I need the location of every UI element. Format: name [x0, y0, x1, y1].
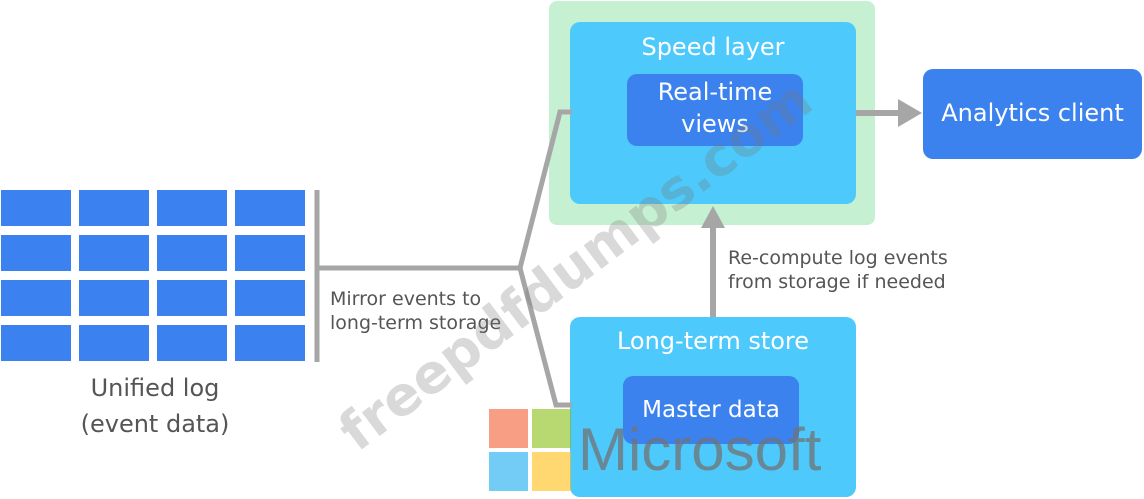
log-cell: [1, 190, 71, 226]
real-time-views-label: Real-time views: [627, 76, 803, 140]
log-cell: [79, 190, 149, 226]
log-cell: [235, 280, 305, 316]
recompute-line2: from storage if needed: [728, 271, 946, 293]
long-term-store-title: Long-term store: [616, 327, 810, 355]
mirror-events-line1: Mirror events to: [330, 288, 482, 310]
log-cell: [235, 235, 305, 271]
speed-layer-title: Speed layer: [641, 33, 785, 61]
real-time-views-line2: views: [681, 110, 749, 138]
log-cell: [79, 325, 149, 361]
microsoft-logo-square-green: [532, 409, 571, 448]
microsoft-logo-square-blue: [489, 452, 528, 491]
analytics-client-box: [923, 69, 1142, 159]
log-cell: [1, 325, 71, 361]
log-cell: [157, 235, 227, 271]
mirror-events-label: Mirror events to long-term storage: [330, 287, 501, 335]
log-cell: [235, 190, 305, 226]
log-cell: [157, 190, 227, 226]
real-time-views-box: [627, 74, 803, 146]
log-cell: [235, 325, 305, 361]
branch-to-long-term-store: [517, 267, 572, 408]
recompute-line1: Re-compute log events: [728, 247, 948, 269]
recompute-label: Re-compute log events from storage if ne…: [728, 246, 948, 294]
log-cell: [157, 325, 227, 361]
branch-to-speed-layer: [517, 109, 572, 269]
log-cell: [1, 235, 71, 271]
to-analytics-arrowhead: [898, 99, 922, 127]
log-cell: [1, 280, 71, 316]
recompute-arrowhead: [701, 206, 725, 228]
real-time-views-line1: Real-time: [657, 78, 773, 106]
analytics-client-label: Analytics client: [941, 99, 1124, 127]
log-cell: [79, 280, 149, 316]
log-cell: [79, 235, 149, 271]
microsoft-logo-square-yellow: [532, 452, 571, 491]
unified-log-label-line1: Unified log: [90, 374, 220, 402]
microsoft-logo-square-red: [489, 409, 528, 448]
master-data-label: Master data: [642, 397, 780, 423]
microsoft-logo: [489, 409, 571, 491]
master-data-box: [623, 376, 799, 444]
microsoft-wordmark: Microsoft: [578, 416, 822, 483]
unified-log-label-line2: (event data): [80, 410, 230, 438]
log-cell: [157, 280, 227, 316]
mirror-events-line2: long-term storage: [330, 312, 502, 334]
unified-log-label: Unified log (event data): [40, 370, 270, 442]
